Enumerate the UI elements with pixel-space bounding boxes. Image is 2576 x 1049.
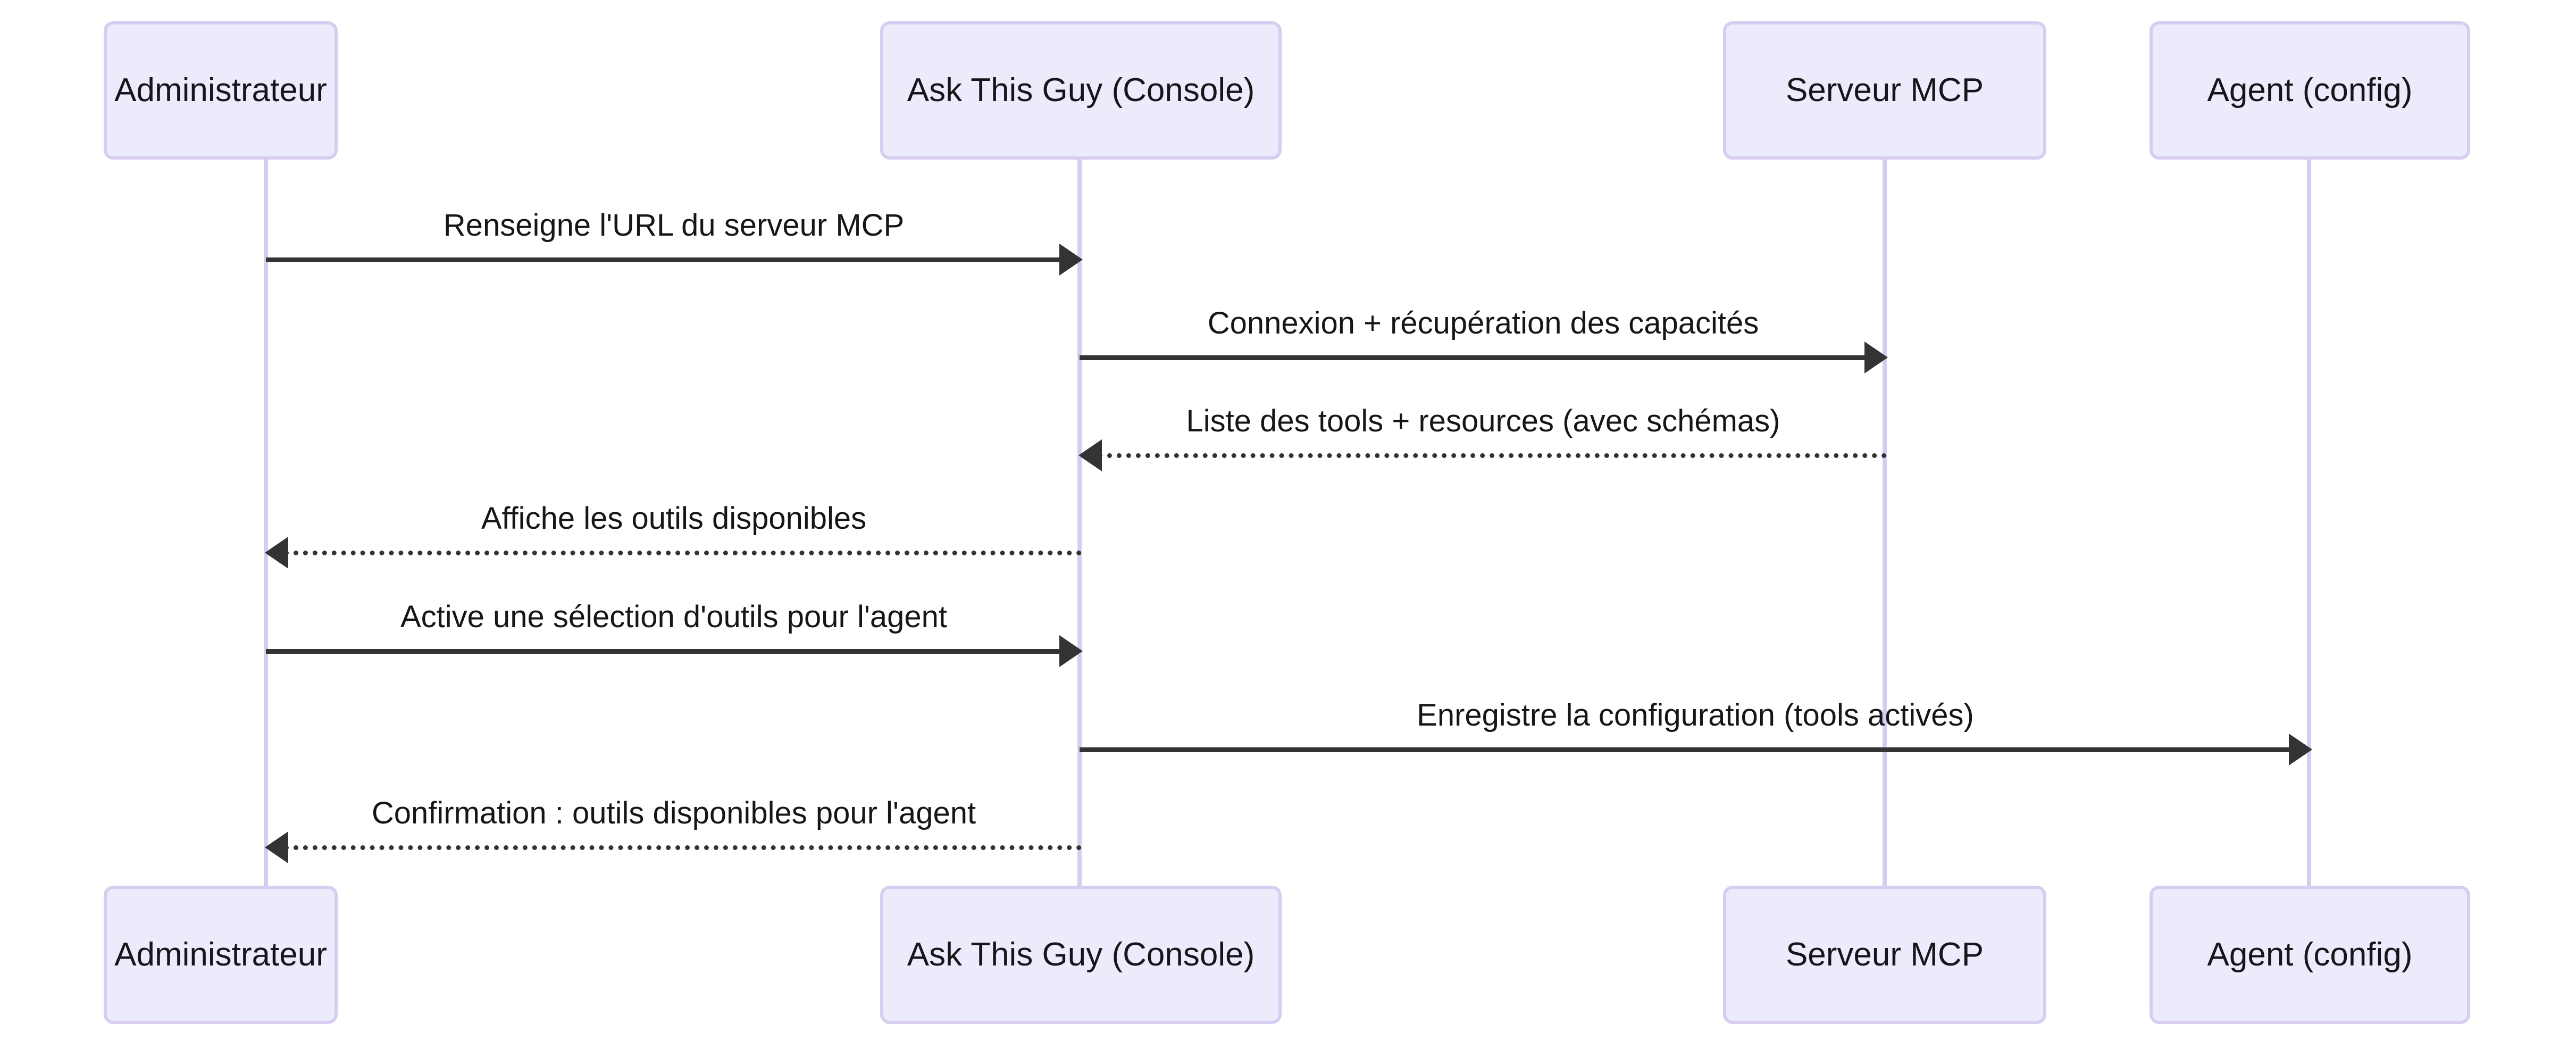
message-line-6 <box>1080 747 2293 752</box>
participant-label: Ask This Guy (Console) <box>907 936 1255 973</box>
participant-top-serveur-mcp[interactable]: Serveur MCP <box>1723 21 2046 160</box>
message-label-1: Renseigne l'URL du serveur MCP <box>443 208 905 243</box>
lifeline-ask-this-guy-console <box>1077 160 1082 886</box>
message-line-1 <box>266 257 1064 262</box>
message-label-3: Liste des tools + resources (avec schéma… <box>1186 404 1780 439</box>
message-line-5 <box>266 649 1064 654</box>
participant-bottom-serveur-mcp[interactable]: Serveur MCP <box>1723 886 2046 1024</box>
message-label-5: Active une sélection d'outils pour l'age… <box>400 600 948 635</box>
message-label-7: Confirmation : outils disponibles pour l… <box>371 796 976 831</box>
message-line-4 <box>284 551 1082 555</box>
message-label-4: Affiche les outils disponibles <box>481 501 867 536</box>
participant-label: Agent (config) <box>2207 936 2413 973</box>
message-label-2: Connexion + récupération des capacités <box>1207 306 1759 341</box>
message-arrowhead-3 <box>1078 439 1102 471</box>
participant-label: Agent (config) <box>2207 72 2413 109</box>
message-line-2 <box>1080 355 1869 360</box>
lifeline-agent-config <box>2307 160 2311 886</box>
message-label-6: Enregistre la configuration (tools activ… <box>1417 698 1974 733</box>
lifeline-administrateur <box>264 160 268 886</box>
message-arrowhead-1 <box>1059 244 1083 276</box>
participant-label: Administrateur <box>114 72 327 109</box>
message-arrowhead-4 <box>265 537 288 569</box>
participant-label: Serveur MCP <box>1785 936 1984 973</box>
participant-label: Serveur MCP <box>1785 72 1984 109</box>
message-line-7 <box>284 845 1082 850</box>
participant-bottom-agent-config[interactable]: Agent (config) <box>2150 886 2470 1024</box>
lifeline-serveur-mcp <box>1883 160 1887 886</box>
participant-label: Administrateur <box>114 936 327 973</box>
participant-top-administrateur[interactable]: Administrateur <box>104 21 338 160</box>
message-arrowhead-7 <box>265 831 288 863</box>
participant-top-ask-this-guy-console[interactable]: Ask This Guy (Console) <box>880 21 1282 160</box>
message-arrowhead-2 <box>1864 342 1888 373</box>
participant-bottom-administrateur[interactable]: Administrateur <box>104 886 338 1024</box>
participant-top-agent-config[interactable]: Agent (config) <box>2150 21 2470 160</box>
message-arrowhead-5 <box>1059 635 1083 667</box>
message-line-3 <box>1098 453 1887 458</box>
participant-bottom-ask-this-guy-console[interactable]: Ask This Guy (Console) <box>880 886 1282 1024</box>
message-arrowhead-6 <box>2289 734 2312 765</box>
participant-label: Ask This Guy (Console) <box>907 72 1255 109</box>
